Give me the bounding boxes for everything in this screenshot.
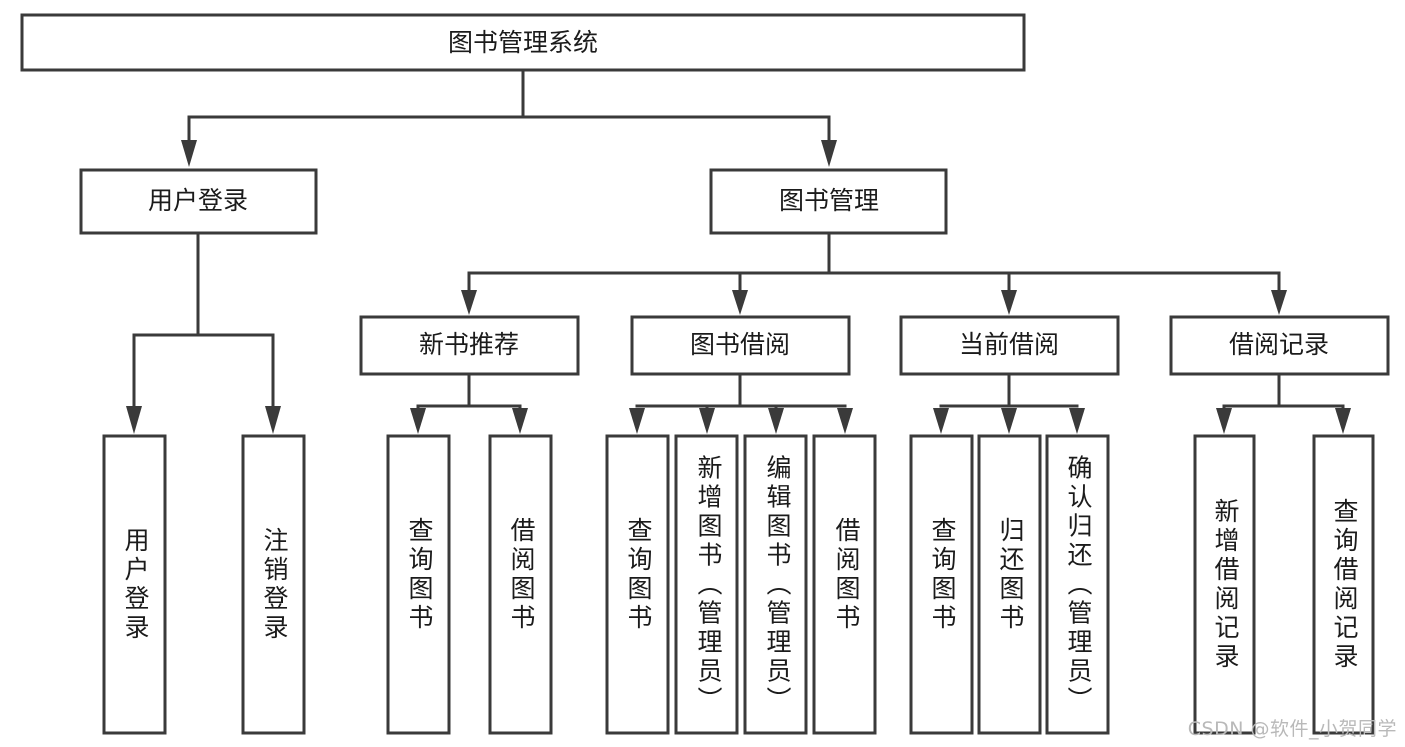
node-book-management-box[interactable] (709, 168, 948, 235)
node-leaf-0-box[interactable] (102, 434, 167, 735)
node-leaf-0[interactable]: 用户登录 (102, 434, 167, 735)
arrow-leaf-4 (629, 408, 645, 434)
node-root-label: 图书管理系统 (448, 28, 598, 57)
arrow-leaf-1 (265, 406, 281, 434)
node-book-borrow-label: 图书借阅 (690, 330, 790, 359)
node-leaf-7[interactable]: 借阅图书 (812, 434, 877, 735)
node-leaf-1[interactable]: 注销登录 (241, 434, 306, 735)
node-leaf-4-box[interactable] (605, 434, 670, 735)
node-user-login[interactable]: 用户登录 (79, 168, 318, 235)
node-current-borrow[interactable]: 当前借阅 (899, 315, 1120, 376)
node-leaf-4-label: 查询图书 (624, 517, 653, 633)
arrow-leaf-6 (768, 408, 784, 434)
node-leaf-7-box[interactable] (812, 434, 877, 735)
connector-group (126, 68, 1351, 434)
node-leaf-2[interactable]: 查询图书 (386, 434, 451, 735)
node-leaf-9-label: 归还图书 (996, 517, 1025, 633)
node-leaf-2-label: 查询图书 (405, 517, 434, 633)
arrow-leaf-2 (410, 408, 426, 434)
node-leaf-9[interactable]: 归还图书 (977, 434, 1042, 735)
node-borrow-record-label: 借阅记录 (1229, 330, 1329, 359)
node-new-book-recommend-box[interactable] (359, 315, 580, 376)
node-leaf-8-label: 查询图书 (928, 517, 957, 633)
arrow-leaf-11 (1216, 408, 1232, 434)
node-user-login-label: 用户登录 (148, 186, 248, 215)
node-book-management-label: 图书管理 (779, 186, 879, 215)
node-leaf-5-box[interactable] (674, 434, 739, 735)
node-borrow-record[interactable]: 借阅记录 (1169, 315, 1390, 376)
node-leaf-3[interactable]: 借阅图书 (488, 434, 553, 735)
arrow-to-new-book-recommend (461, 290, 477, 315)
node-current-borrow-box[interactable] (899, 315, 1120, 376)
arrow-leaf-3 (512, 408, 528, 434)
arrow-leaf-10 (1069, 408, 1085, 434)
arrow-to-current-borrow (1001, 290, 1017, 315)
node-leaf-10-box[interactable] (1045, 434, 1110, 735)
arrow-to-user-login (181, 140, 197, 167)
node-leaf-0-label: 用户登录 (121, 527, 150, 643)
arrow-to-book-management (821, 140, 837, 167)
node-leaf-4[interactable]: 查询图书 (605, 434, 670, 735)
node-leaf-11-box[interactable] (1193, 434, 1256, 735)
node-new-book-recommend-label: 新书推荐 (419, 330, 519, 359)
node-user-login-box[interactable] (79, 168, 318, 235)
node-leaf-12[interactable]: 查询借阅记录 (1312, 434, 1375, 735)
node-book-borrow-box[interactable] (630, 315, 851, 376)
node-borrow-record-box[interactable] (1169, 315, 1390, 376)
csdn-watermark: CSDN @软件_小贺同学 (1187, 718, 1397, 740)
node-book-borrow[interactable]: 图书借阅 (630, 315, 851, 376)
node-leaf-2-box[interactable] (386, 434, 451, 735)
node-new-book-recommend[interactable]: 新书推荐 (359, 315, 580, 376)
node-current-borrow-label: 当前借阅 (959, 330, 1059, 359)
node-leaf-6-box[interactable] (743, 434, 808, 735)
node-leaf-3-box[interactable] (488, 434, 553, 735)
node-leaf-3-label: 借阅图书 (507, 517, 536, 633)
node-leaf-9-box[interactable] (977, 434, 1042, 735)
node-leaf-8[interactable]: 查询图书 (909, 434, 974, 735)
arrow-leaf-12 (1335, 408, 1351, 434)
arrow-leaf-9 (1001, 408, 1017, 434)
arrow-leaf-0 (126, 406, 142, 434)
arrow-to-borrow-record (1271, 290, 1287, 315)
node-root-box[interactable] (20, 13, 1026, 72)
node-leaf-1-box[interactable] (241, 434, 306, 735)
node-leaf-1-label: 注销登录 (260, 527, 289, 643)
node-book-management[interactable]: 图书管理 (709, 168, 948, 235)
node-leaf-5[interactable]: 新增图书（管理员） (674, 434, 739, 735)
node-leaf-10-label: 确认归还（管理员） (1064, 455, 1093, 716)
arrow-leaf-7 (837, 408, 853, 434)
node-leaf-7-label: 借阅图书 (832, 517, 861, 633)
node-leaf-12-label: 查询借阅记录 (1330, 498, 1359, 672)
node-leaf-11-label: 新增借阅记录 (1211, 498, 1240, 672)
node-leaf-5-label: 新增图书（管理员） (694, 455, 723, 716)
arrow-leaf-5 (699, 408, 715, 434)
node-leaf-6-label: 编辑图书（管理员） (763, 455, 792, 716)
node-leaf-12-box[interactable] (1312, 434, 1375, 735)
node-root[interactable]: 图书管理系统 (20, 13, 1026, 72)
arrow-to-book-borrow (732, 290, 748, 315)
node-leaf-6[interactable]: 编辑图书（管理员） (743, 434, 808, 735)
arrow-leaf-8 (933, 408, 949, 434)
node-leaf-11[interactable]: 新增借阅记录 (1193, 434, 1256, 735)
node-leaf-10[interactable]: 确认归还（管理员） (1045, 434, 1110, 735)
node-leaf-8-box[interactable] (909, 434, 974, 735)
